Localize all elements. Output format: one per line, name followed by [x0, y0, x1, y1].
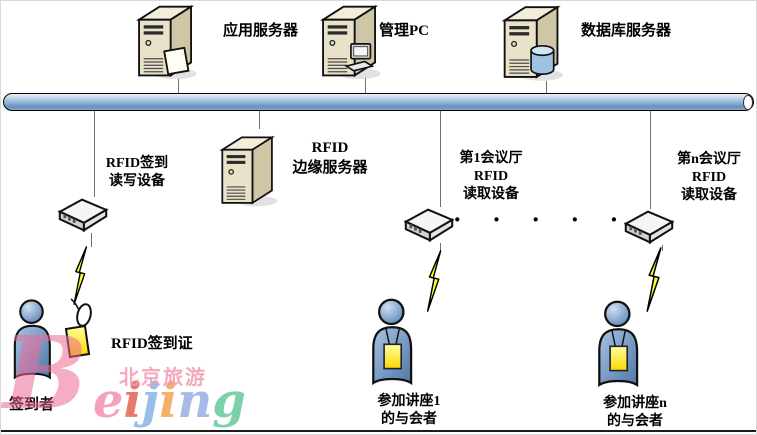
- chest-badge-icon: [383, 343, 403, 370]
- attendee1-person-icon: [372, 298, 413, 386]
- connector-edge-server: [259, 111, 260, 129]
- ellipsis-dots: · · · · ·: [453, 205, 631, 234]
- stub-halln-reader: [662, 245, 663, 251]
- database-server-label: 数据库服务器: [581, 23, 672, 39]
- rfid-badge-label: RFID签到证: [111, 336, 193, 352]
- signin-reader-icon: [57, 198, 109, 233]
- wireless-bolt-icon-2: [426, 250, 442, 312]
- bottom-border-line: [1, 430, 756, 432]
- monitor-icon: [344, 43, 375, 72]
- watermark-beijing-text: eijing: [93, 373, 246, 429]
- management-pc-label: 管理PC: [379, 23, 429, 39]
- hall1-reader-label: 第1会议厅 RFID 读取设备: [459, 151, 523, 202]
- application-server-label: 应用服务器: [223, 23, 299, 39]
- watermark-chinese-text: 北京旅游: [119, 367, 207, 389]
- rfid-badge-icon: [64, 298, 92, 359]
- database-server-icon: [501, 5, 564, 81]
- wireless-bolt-icon-1: [73, 246, 88, 305]
- connector-db-server: [546, 81, 547, 93]
- connector-mgmt-pc: [365, 77, 366, 93]
- hall1-reader-icon: [403, 208, 455, 243]
- stub-signin-reader: [91, 233, 92, 247]
- attendee1-label: 参加讲座1 的与会者: [377, 394, 441, 427]
- connector-hall1-reader: [440, 111, 441, 207]
- halln-reader-icon: [623, 210, 675, 245]
- halln-reader-label: 第n会议厅 RFID 读取设备: [677, 152, 741, 203]
- wireless-bolt-icon-3: [646, 247, 662, 312]
- rfid-edge-server-icon: [219, 135, 278, 207]
- signer-person-icon: [13, 299, 51, 380]
- attendeen-label: 参加讲座n 的与会者: [603, 396, 667, 429]
- connector-halln-reader: [650, 111, 651, 209]
- document-icon: [163, 46, 190, 76]
- signer-label: 签到者: [9, 397, 55, 413]
- attendeen-person-icon: [598, 300, 639, 388]
- pipe-opening: [743, 95, 753, 110]
- connector-app-server: [178, 79, 179, 93]
- stub-hall1-reader: [440, 243, 441, 251]
- signin-reader-label: RFID签到 读写设备: [105, 156, 169, 189]
- application-server-icon: [135, 5, 197, 80]
- rfid-edge-server-label: RFID 边缘服务器: [292, 140, 368, 176]
- network-backbone-pipe: [3, 93, 754, 111]
- connector-signin-reader: [94, 111, 95, 197]
- chest-badge-icon: [609, 345, 629, 372]
- management-pc-icon: [319, 5, 381, 80]
- database-cylinder-icon: [530, 44, 555, 75]
